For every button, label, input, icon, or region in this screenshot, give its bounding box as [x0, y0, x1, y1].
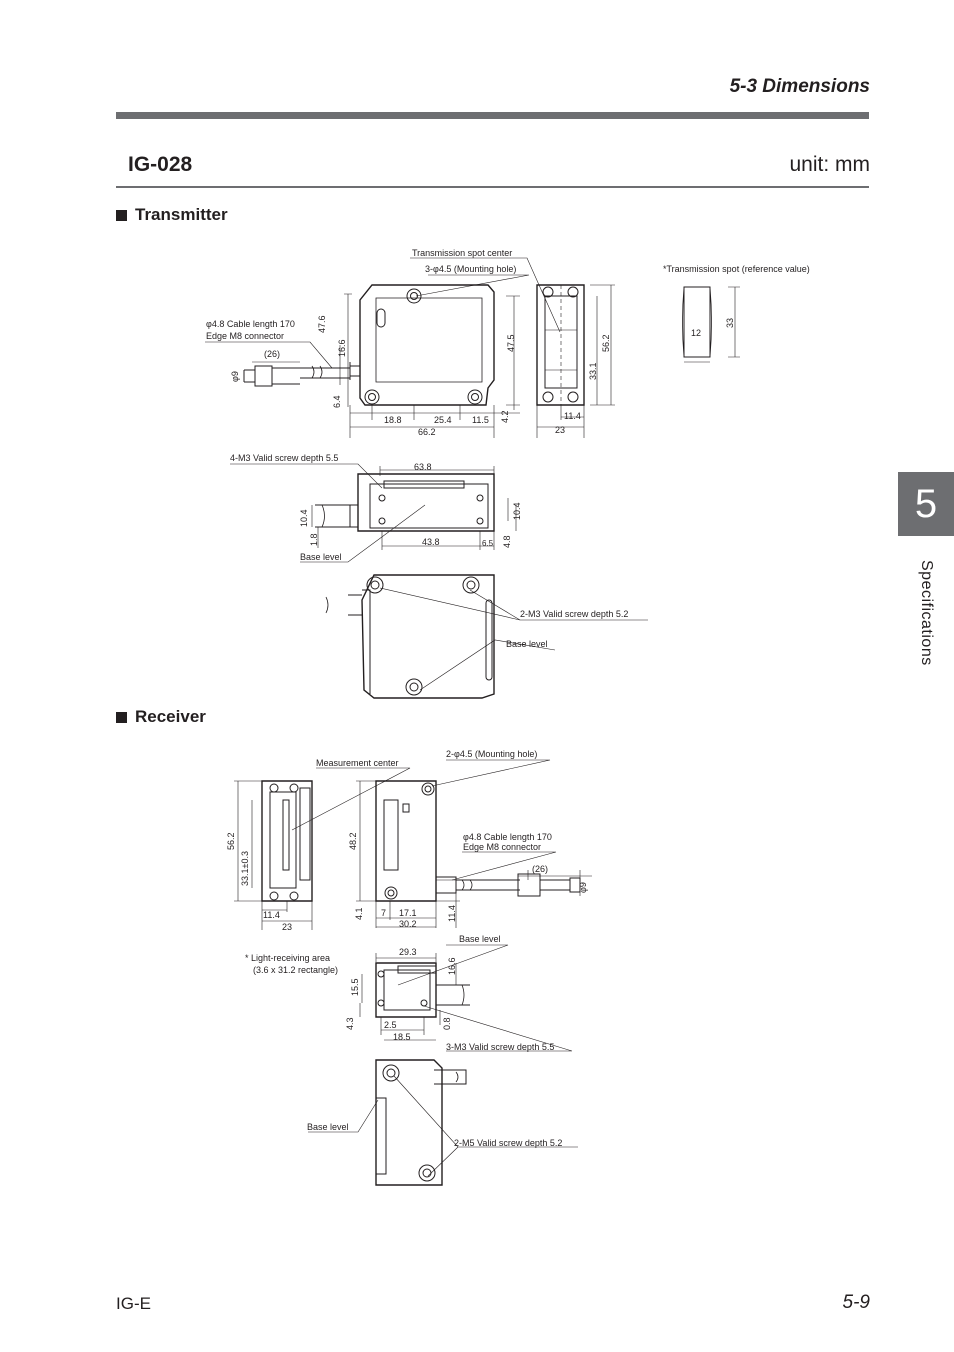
chapter-number: 5 — [914, 481, 938, 526]
dim-43-8: 43.8 — [422, 537, 440, 547]
label-spot-ref: *Transmission spot (reference value) — [663, 264, 810, 274]
dim-11-5: 11.5 — [472, 415, 489, 425]
label-spot-center: Transmission spot center — [412, 248, 512, 258]
dim-25-4: 25.4 — [434, 415, 452, 425]
header-rule — [116, 112, 869, 119]
dim-18-8: 18.8 — [384, 415, 402, 425]
label-cable-1: φ4.8 Cable length 170 — [206, 319, 295, 329]
dim-1-8: 1.8 — [309, 533, 319, 546]
label-base-level-2: Base level — [506, 639, 548, 649]
dim-56-2: 56.2 — [601, 334, 611, 352]
section-title: 5-3 Dimensions — [729, 76, 870, 97]
transmitter-front-view — [243, 284, 495, 406]
transmitter-heading: Transmitter — [116, 205, 228, 225]
label-cable-2: Edge M8 connector — [206, 331, 284, 341]
dim-66-2: 66.2 — [418, 427, 436, 437]
receiver-heading: Receiver — [116, 707, 206, 727]
dim-47-6: 47.6 — [317, 315, 327, 333]
bullet-square-icon — [116, 711, 127, 723]
transmission-spot-shape — [682, 286, 740, 363]
dim-4-8: 4.8 — [502, 535, 512, 548]
dim-16-6: 16.6 — [337, 339, 347, 357]
footer-page-number: 5-9 — [842, 1292, 870, 1313]
dim-10-4b: 10.4 — [512, 502, 522, 520]
dim-12: 12 — [691, 328, 701, 338]
transmitter-iso-view — [325, 574, 648, 699]
dim-26: (26) — [264, 349, 280, 359]
dim-63-8: 63.8 — [414, 462, 432, 472]
dim-33: 33 — [725, 318, 735, 328]
dim-6-5: 6.5 — [482, 539, 494, 548]
transmitter-top-view — [230, 463, 517, 563]
footer-manual-code: IG-E — [116, 1294, 151, 1313]
model-rule — [116, 186, 869, 188]
chapter-label: Specifications — [918, 560, 935, 666]
dim-47-5: 47.5 — [506, 334, 516, 352]
transmitter-heading-text: Transmitter — [135, 205, 228, 224]
dim-10-4a: 10.4 — [299, 509, 309, 527]
transmitter-dim-lines — [205, 257, 561, 438]
dim-11-4: 11.4 — [564, 411, 581, 421]
label-screw-4m3: 4-M3 Valid screw depth 5.5 — [230, 453, 338, 463]
chapter-tab: 5 — [898, 472, 954, 536]
dim-23: 23 — [555, 425, 565, 435]
label-base-level-1: Base level — [300, 552, 342, 562]
dim-4-2: 4.2 — [500, 410, 510, 423]
label-mount-hole: 3-φ4.5 (Mounting hole) — [425, 264, 516, 274]
dim-6-4: 6.4 — [332, 395, 342, 408]
transmitter-side-view — [536, 284, 615, 438]
bullet-square-icon — [116, 209, 127, 221]
unit-label: unit: mm — [789, 153, 870, 176]
dim-33-1: 33.1 — [588, 362, 598, 380]
model-name: IG-028 — [128, 153, 193, 176]
receiver-heading-text: Receiver — [135, 707, 206, 726]
dim-phi9: φ9 — [230, 371, 240, 382]
label-screw-2m3: 2-M3 Valid screw depth 5.2 — [520, 609, 628, 619]
